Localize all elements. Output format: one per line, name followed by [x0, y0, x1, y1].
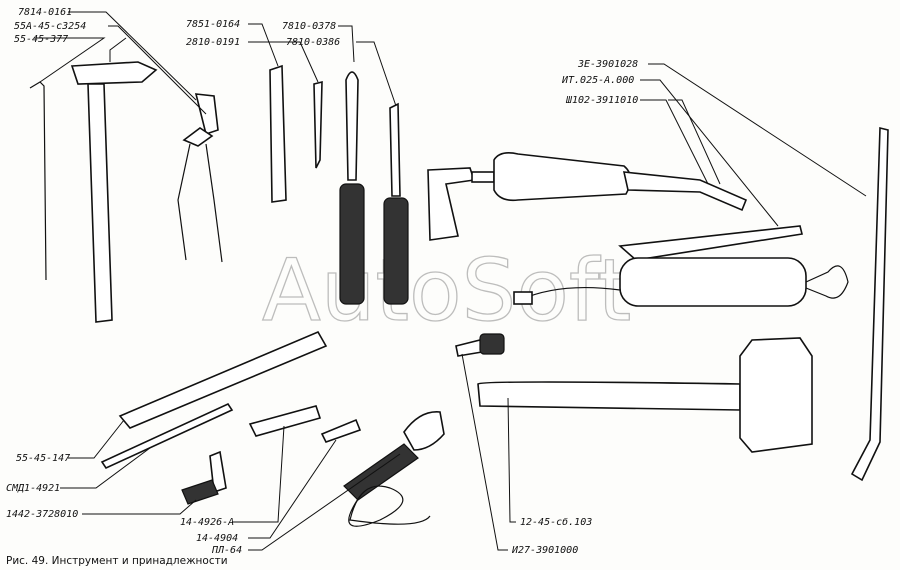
label-55-45-377: 55-45-377	[14, 34, 68, 45]
label-55-45-147: 55-45-147	[16, 453, 70, 464]
tube-tool	[118, 330, 328, 429]
label-it-025-a-000: ИТ.025-А.000	[561, 75, 634, 86]
leader-lines	[34, 11, 867, 551]
label-14-4926-a: 14-4926-А	[180, 517, 234, 528]
nozzle-fitting-tool	[455, 333, 505, 357]
pry-bar-tool	[850, 126, 889, 482]
inspection-lamp-tool	[343, 411, 445, 527]
label-7814-0161: 7814-0161	[18, 7, 72, 18]
screwdriver-large	[339, 71, 365, 305]
label-pl-64: ПЛ-64	[211, 545, 242, 556]
grease-gun-tool	[513, 225, 849, 307]
label-1442-3728010: 1442-3728010	[6, 509, 78, 520]
sledge-hammer-tool	[477, 337, 813, 453]
flat-plate-a	[248, 405, 322, 437]
figure-caption: Рис. 49. Инструмент и принадлежности	[6, 555, 228, 567]
label-55a-45-c3254: 55А-45-с3254	[14, 21, 86, 32]
hex-key-tool	[29, 81, 47, 281]
label-7810-0378: 7810-0378	[282, 21, 336, 32]
brush-tool	[181, 450, 227, 505]
file-tool	[269, 64, 323, 203]
pliers-tool	[177, 93, 223, 263]
label-12-45-sb-103: 12-45-сб.103	[520, 516, 592, 528]
watermark: AutoSoft	[262, 241, 631, 341]
label-7851-0164: 7851-0164	[186, 19, 240, 30]
part-labels: 7814-0161 55А-45-с3254 55-45-377 7851-01…	[6, 7, 638, 556]
probe-tool	[100, 402, 234, 470]
label-14-4904: 14-4904	[196, 533, 238, 544]
label-sh102-3911010: Ш102-3911010	[565, 95, 638, 106]
label-i27-3901000: И27-3901000	[511, 545, 578, 556]
hammer-tool	[70, 61, 158, 323]
label-7810-0386: 7810-0386	[286, 37, 340, 48]
label-smd1-4921: СМД1-4921	[6, 483, 60, 494]
air-gun-tool	[427, 152, 748, 241]
label-3e-3901028: 3Е-3901028	[577, 59, 638, 70]
flat-plate-b	[320, 418, 362, 443]
screwdriver-small	[383, 102, 409, 305]
label-2810-0191: 2810-0191	[186, 37, 240, 48]
